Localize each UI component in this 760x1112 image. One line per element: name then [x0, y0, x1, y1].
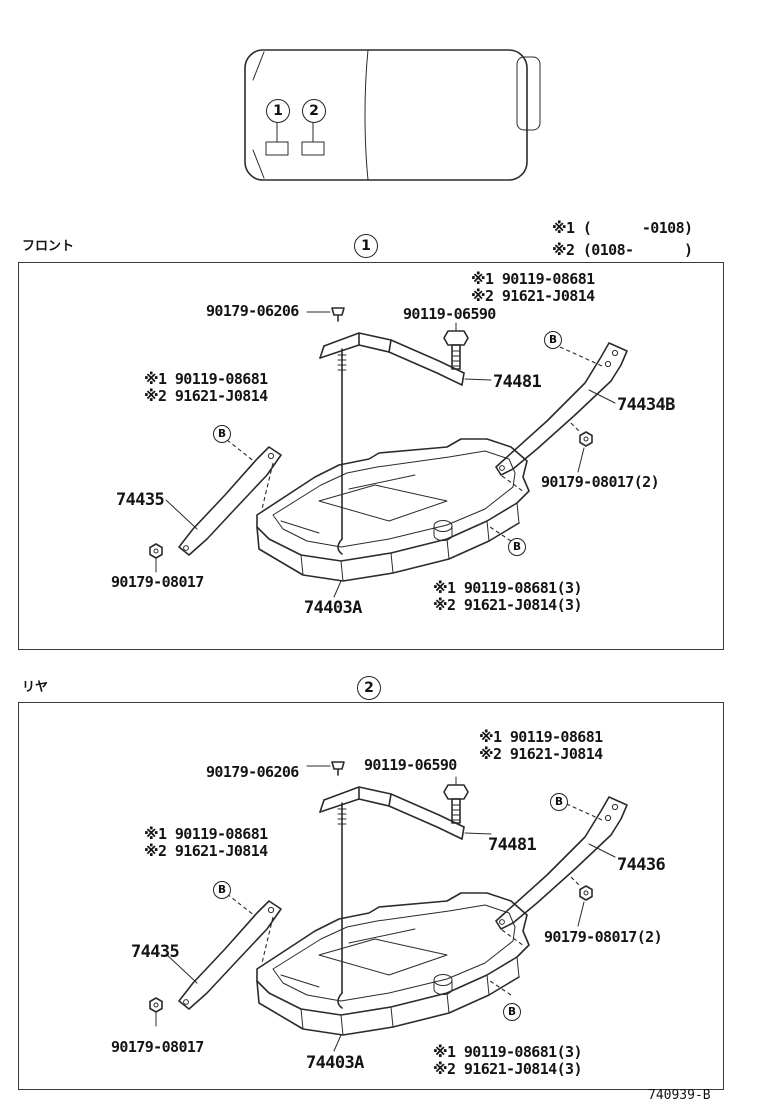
marker-b-lower: B — [508, 538, 526, 556]
nut-right-part-number: 90179-08017(2) — [544, 928, 663, 946]
upper-right-alt-note-2: ※2 91621-J0814 — [471, 287, 595, 305]
clamp-part-number: 74481 — [488, 835, 537, 855]
front-bracket-part-number: 74435 — [116, 490, 165, 510]
clamp-part-number: 74481 — [493, 372, 542, 392]
vehicle-callout-2: 2 — [302, 99, 326, 123]
section-title-front: フロント — [22, 239, 75, 254]
vehicle-top-view-diagram — [244, 49, 541, 181]
vehicle-callout-1: 1 — [266, 99, 290, 123]
front-diagram-art — [149, 307, 628, 598]
clip-part-number: 90179-06206 — [206, 302, 299, 320]
upper-right-alt-note-2: ※2 91621-J0814 — [479, 745, 603, 763]
left-alt-note-1: ※1 90119-08681 — [144, 825, 268, 843]
drawing-number: 740939-B — [648, 1088, 711, 1103]
marker-b-upper: B — [550, 793, 568, 811]
applicability-note-1: ※1 ( -0108) — [552, 219, 693, 237]
clip-part-number: 90179-06206 — [206, 763, 299, 781]
tray-part-number: 74403A — [304, 598, 362, 618]
bolt-part-number: 90119-06590 — [403, 305, 496, 323]
nut-left-part-number: 90179-08017 — [111, 1038, 204, 1056]
left-alt-note-1: ※1 90119-08681 — [144, 370, 268, 388]
lower-right-alt-note-1: ※1 90119-08681(3) — [433, 579, 582, 597]
nut-left-part-number: 90179-08017 — [111, 573, 204, 591]
upper-right-alt-note-1: ※1 90119-08681 — [471, 270, 595, 288]
marker-b-left: B — [213, 425, 231, 443]
marker-b-left: B — [213, 881, 231, 899]
side-bracket-part-number: 74436 — [617, 855, 666, 875]
lower-right-alt-note-2: ※2 91621-J0814(3) — [433, 1060, 582, 1078]
upper-right-alt-note-1: ※1 90119-08681 — [479, 728, 603, 746]
marker-b-upper: B — [544, 331, 562, 349]
applicability-note-2: ※2 (0108- ) — [552, 241, 693, 259]
left-alt-note-2: ※2 91621-J0814 — [144, 387, 268, 405]
marker-b-lower: B — [503, 1003, 521, 1021]
tray-part-number: 74403A — [306, 1053, 364, 1073]
nut-right-part-number: 90179-08017(2) — [541, 473, 660, 491]
section-number-2: 2 — [357, 676, 381, 700]
left-alt-note-2: ※2 91621-J0814 — [144, 842, 268, 860]
front-battery-carrier-panel: 90179-06206 90119-06590 ※1 90119-08681 ※… — [18, 262, 724, 650]
side-bracket-part-number: 74434B — [617, 395, 675, 415]
front-bracket-part-number: 74435 — [131, 942, 180, 962]
bolt-part-number: 90119-06590 — [364, 756, 457, 774]
rear-battery-carrier-panel: 90179-06206 90119-06590 ※1 90119-08681 ※… — [18, 702, 724, 1090]
lower-right-alt-note-2: ※2 91621-J0814(3) — [433, 596, 582, 614]
lower-right-alt-note-1: ※1 90119-08681(3) — [433, 1043, 582, 1061]
section-number-1: 1 — [354, 234, 378, 258]
section-title-rear: リヤ — [22, 680, 49, 695]
